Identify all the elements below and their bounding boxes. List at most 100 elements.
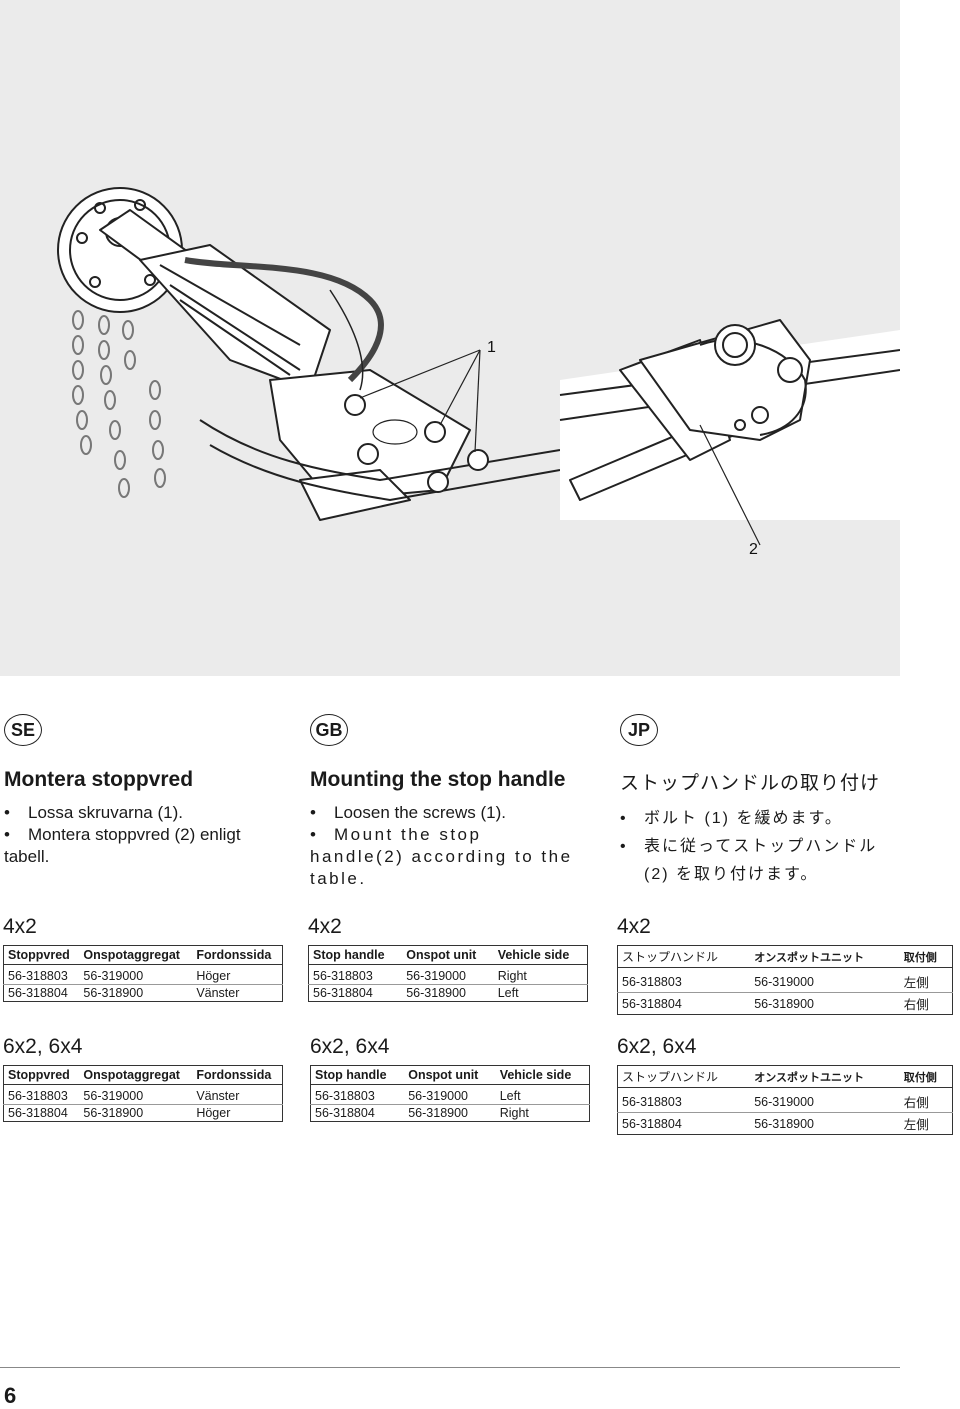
table-cell: 56-318803 [3, 1084, 80, 1105]
section-gb: GB Mounting the stop handle Loosen the s… [310, 714, 580, 890]
table-cell: 56-318900 [406, 986, 466, 1000]
language-badge-se: SE [4, 714, 42, 746]
table-cell: 56-318803 [3, 964, 80, 985]
footer-divider [0, 1367, 900, 1368]
instruction-item: 表に従ってストップハンドル (2) を取り付けます。 [620, 833, 890, 889]
table-row: 56-318803 56-319000 左側 [617, 967, 953, 993]
table-cell: 56-318804 [313, 986, 373, 1000]
instruction-list-se: Lossa skruvarna (1). Montera stoppvred (… [4, 802, 274, 868]
table-cell: 56-318804 [315, 1106, 375, 1120]
column-header: Stoppvred [3, 945, 80, 965]
parts-table-jp-4x2: ストップハンドル オンスポットユニット 取付側 56-318803 56-319… [617, 945, 953, 1015]
callout-1: 1 [487, 339, 496, 356]
table-heading: 6x2, 6x4 [310, 1035, 390, 1058]
table-cell: 左側 [903, 1118, 929, 1132]
table-cell: 56-318900 [83, 1106, 144, 1120]
table-cell: 56-319000 [402, 964, 494, 985]
table-cell: 56-318900 [83, 986, 144, 1000]
instruction-item: Loosen the screws (1). [310, 802, 580, 824]
table-cell: 56-318803 [308, 964, 403, 985]
table-row: 56-318804 56-318900 Left [309, 985, 588, 1002]
table-block-gb-4x2: 4x2 Stop handle Onspot unit Vehicle side… [308, 915, 588, 1002]
table-cell: Left [497, 986, 519, 1000]
table-row: 56-318803 56-319000 Right [308, 964, 588, 985]
table-cell: Höger [192, 964, 283, 985]
parts-table-jp-6x2: ストップハンドル オンスポットユニット 取付側 56-318803 56-319… [617, 1065, 953, 1135]
table-block-gb-6x2: 6x2, 6x4 Stop handle Onspot unit Vehicle… [310, 1035, 590, 1122]
column-header: Onspot unit [404, 1065, 496, 1085]
table-cell: Vänster [196, 986, 240, 1000]
column-header: 取付側 [899, 945, 953, 968]
table-row: 56-318803 56-319000 右側 [617, 1087, 953, 1113]
table-row: 56-318803 56-319000 Left [310, 1084, 590, 1105]
column-header: Vehicle side [493, 945, 588, 965]
table-row: 56-318804 56-318900 Right [311, 1105, 590, 1122]
table-cell: Left [495, 1084, 590, 1105]
table-row: 56-318803 56-319000 Vänster [3, 1084, 283, 1105]
instruction-item: ボルト (1) を緩めます。 [620, 805, 890, 833]
instruction-item: Mount the stop handle(2) according to th… [310, 824, 580, 890]
column-header: オンスポットユニット [750, 945, 900, 968]
table-cell: 56-319000 [79, 964, 193, 985]
table-cell: Höger [196, 1106, 231, 1120]
parts-table-gb-6x2: Stop handle Onspot unit Vehicle side 56-… [310, 1065, 590, 1122]
table-heading: 4x2 [617, 915, 651, 938]
stop-handle-drawing [57, 187, 900, 546]
mounting-illustration: 1 2 [0, 0, 900, 676]
column-header: Onspotaggregat [79, 945, 193, 965]
table-block-se-6x2: 6x2, 6x4 Stoppvred Onspotaggregat Fordon… [3, 1035, 283, 1122]
table-row: 56-318804 56-318900 左側 [618, 1113, 953, 1135]
column-header: オンスポットユニット [750, 1065, 900, 1088]
column-header: Vehicle side [495, 1065, 590, 1085]
instruction-list-jp: ボルト (1) を緩めます。 表に従ってストップハンドル (2) を取り付けます… [620, 805, 890, 889]
table-cell: 56-318900 [408, 1106, 468, 1120]
table-block-jp-6x2: 6x2, 6x4 ストップハンドル オンスポットユニット 取付側 56-3188… [617, 1035, 953, 1135]
language-badge-jp: JP [620, 714, 658, 746]
table-cell: 56-318900 [754, 1116, 814, 1131]
table-cell: 56-318804 [8, 1106, 68, 1120]
instruction-item: Montera stoppvred (2) enligt tabell. [4, 824, 274, 868]
table-cell: 56-319000 [750, 967, 900, 993]
table-cell: 右側 [903, 998, 929, 1012]
column-header: Onspot unit [402, 945, 494, 965]
column-header: Stop handle [310, 1065, 405, 1085]
table-cell: 56-318803 [310, 1084, 405, 1105]
table-row: 56-318804 56-318900 Vänster [4, 985, 283, 1002]
column-header: ストップハンドル [617, 945, 751, 968]
column-header: 取付側 [899, 1065, 953, 1088]
table-row: 56-318804 56-318900 右側 [618, 993, 953, 1015]
table-block-jp-4x2: 4x2 ストップハンドル オンスポットユニット 取付側 56-318803 56… [617, 915, 953, 1015]
table-block-se-4x2: 4x2 Stoppvred Onspotaggregat Fordonssida… [3, 915, 283, 1002]
parts-table-gb-4x2: Stop handle Onspot unit Vehicle side 56-… [308, 945, 588, 1002]
column-header: ストップハンドル [617, 1065, 751, 1088]
parts-table-se-6x2: Stoppvred Onspotaggregat Fordonssida 56-… [3, 1065, 283, 1122]
table-cell: 56-319000 [750, 1087, 900, 1113]
table-cell: 右側 [899, 1087, 953, 1113]
table-heading: 4x2 [3, 915, 37, 938]
table-heading: 6x2, 6x4 [617, 1035, 697, 1058]
instruction-list-gb: Loosen the screws (1). Mount the stop ha… [310, 802, 580, 890]
section-jp: JP ストップハンドルの取り付け ボルト (1) を緩めます。 表に従ってストッ… [620, 714, 890, 889]
section-title-gb: Mounting the stop handle [310, 768, 566, 791]
column-header: Onspotaggregat [79, 1065, 193, 1085]
language-badge-gb: GB [310, 714, 348, 746]
section-title-jp: ストップハンドルの取り付け [620, 773, 881, 794]
table-heading: 4x2 [308, 915, 342, 938]
section-title-se: Montera stoppvred [4, 768, 194, 791]
column-header: Fordonssida [192, 945, 283, 965]
section-se: SE Montera stoppvred Lossa skruvarna (1)… [4, 714, 274, 868]
instruction-item: Lossa skruvarna (1). [4, 802, 274, 824]
table-cell: Right [499, 1106, 529, 1120]
table-cell: 56-318804 [8, 986, 68, 1000]
table-heading: 6x2, 6x4 [3, 1035, 83, 1058]
table-cell: 56-318804 [622, 996, 682, 1011]
table-cell: 56-318900 [754, 996, 814, 1011]
table-cell: Right [493, 964, 588, 985]
table-cell: 56-318803 [617, 1087, 751, 1113]
table-cell: 左側 [899, 967, 953, 993]
table-row: 56-318804 56-318900 Höger [4, 1105, 283, 1122]
table-cell: 56-318803 [617, 967, 751, 993]
table-cell: 56-319000 [79, 1084, 193, 1105]
table-cell: 56-318804 [622, 1116, 682, 1131]
table-cell: 56-319000 [404, 1084, 496, 1105]
